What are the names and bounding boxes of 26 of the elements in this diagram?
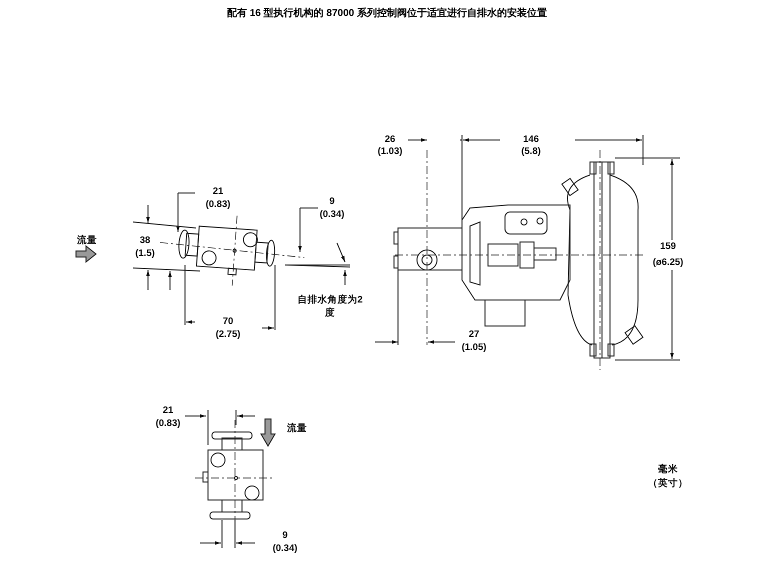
dimension-value: 146 (523, 134, 539, 146)
flow-label: 流量 (287, 424, 307, 434)
dimension-value: (2.75) (216, 330, 240, 340)
title: 配有 16 型执行机构的 87000 系列控制阀位于适宜进行自排水的安装位置 (226, 6, 548, 20)
dimension-value: 70 (222, 316, 234, 328)
dimension-value: (1.03) (378, 146, 402, 158)
dimension-value: (1.5) (135, 248, 155, 260)
dimension-value: (ø6.25) (652, 258, 684, 268)
dimension-value: (0.34) (320, 210, 344, 220)
unit-label: （英寸） (648, 478, 688, 490)
dimension-value: (1.05) (462, 342, 486, 354)
dimension-value: 21 (162, 406, 174, 416)
dimension-value: 159 (660, 242, 676, 252)
dimension-value: 9 (329, 196, 335, 208)
dimension-value: (0.34) (272, 544, 298, 554)
dimension-value: 21 (212, 186, 224, 198)
dimension-value: 26 (384, 134, 396, 146)
note-text: 自排水角度为2度 (296, 294, 364, 320)
flow-label: 流量 (77, 236, 97, 246)
dimension-value: 38 (140, 236, 150, 246)
unit-label: 毫米 (658, 464, 678, 476)
dimension-value: 27 (468, 330, 480, 340)
dimension-value: (0.83) (206, 200, 230, 210)
dimension-value: (0.83) (156, 418, 180, 430)
dimension-value: 9 (282, 530, 288, 542)
dimension-value: (5.8) (521, 146, 541, 158)
